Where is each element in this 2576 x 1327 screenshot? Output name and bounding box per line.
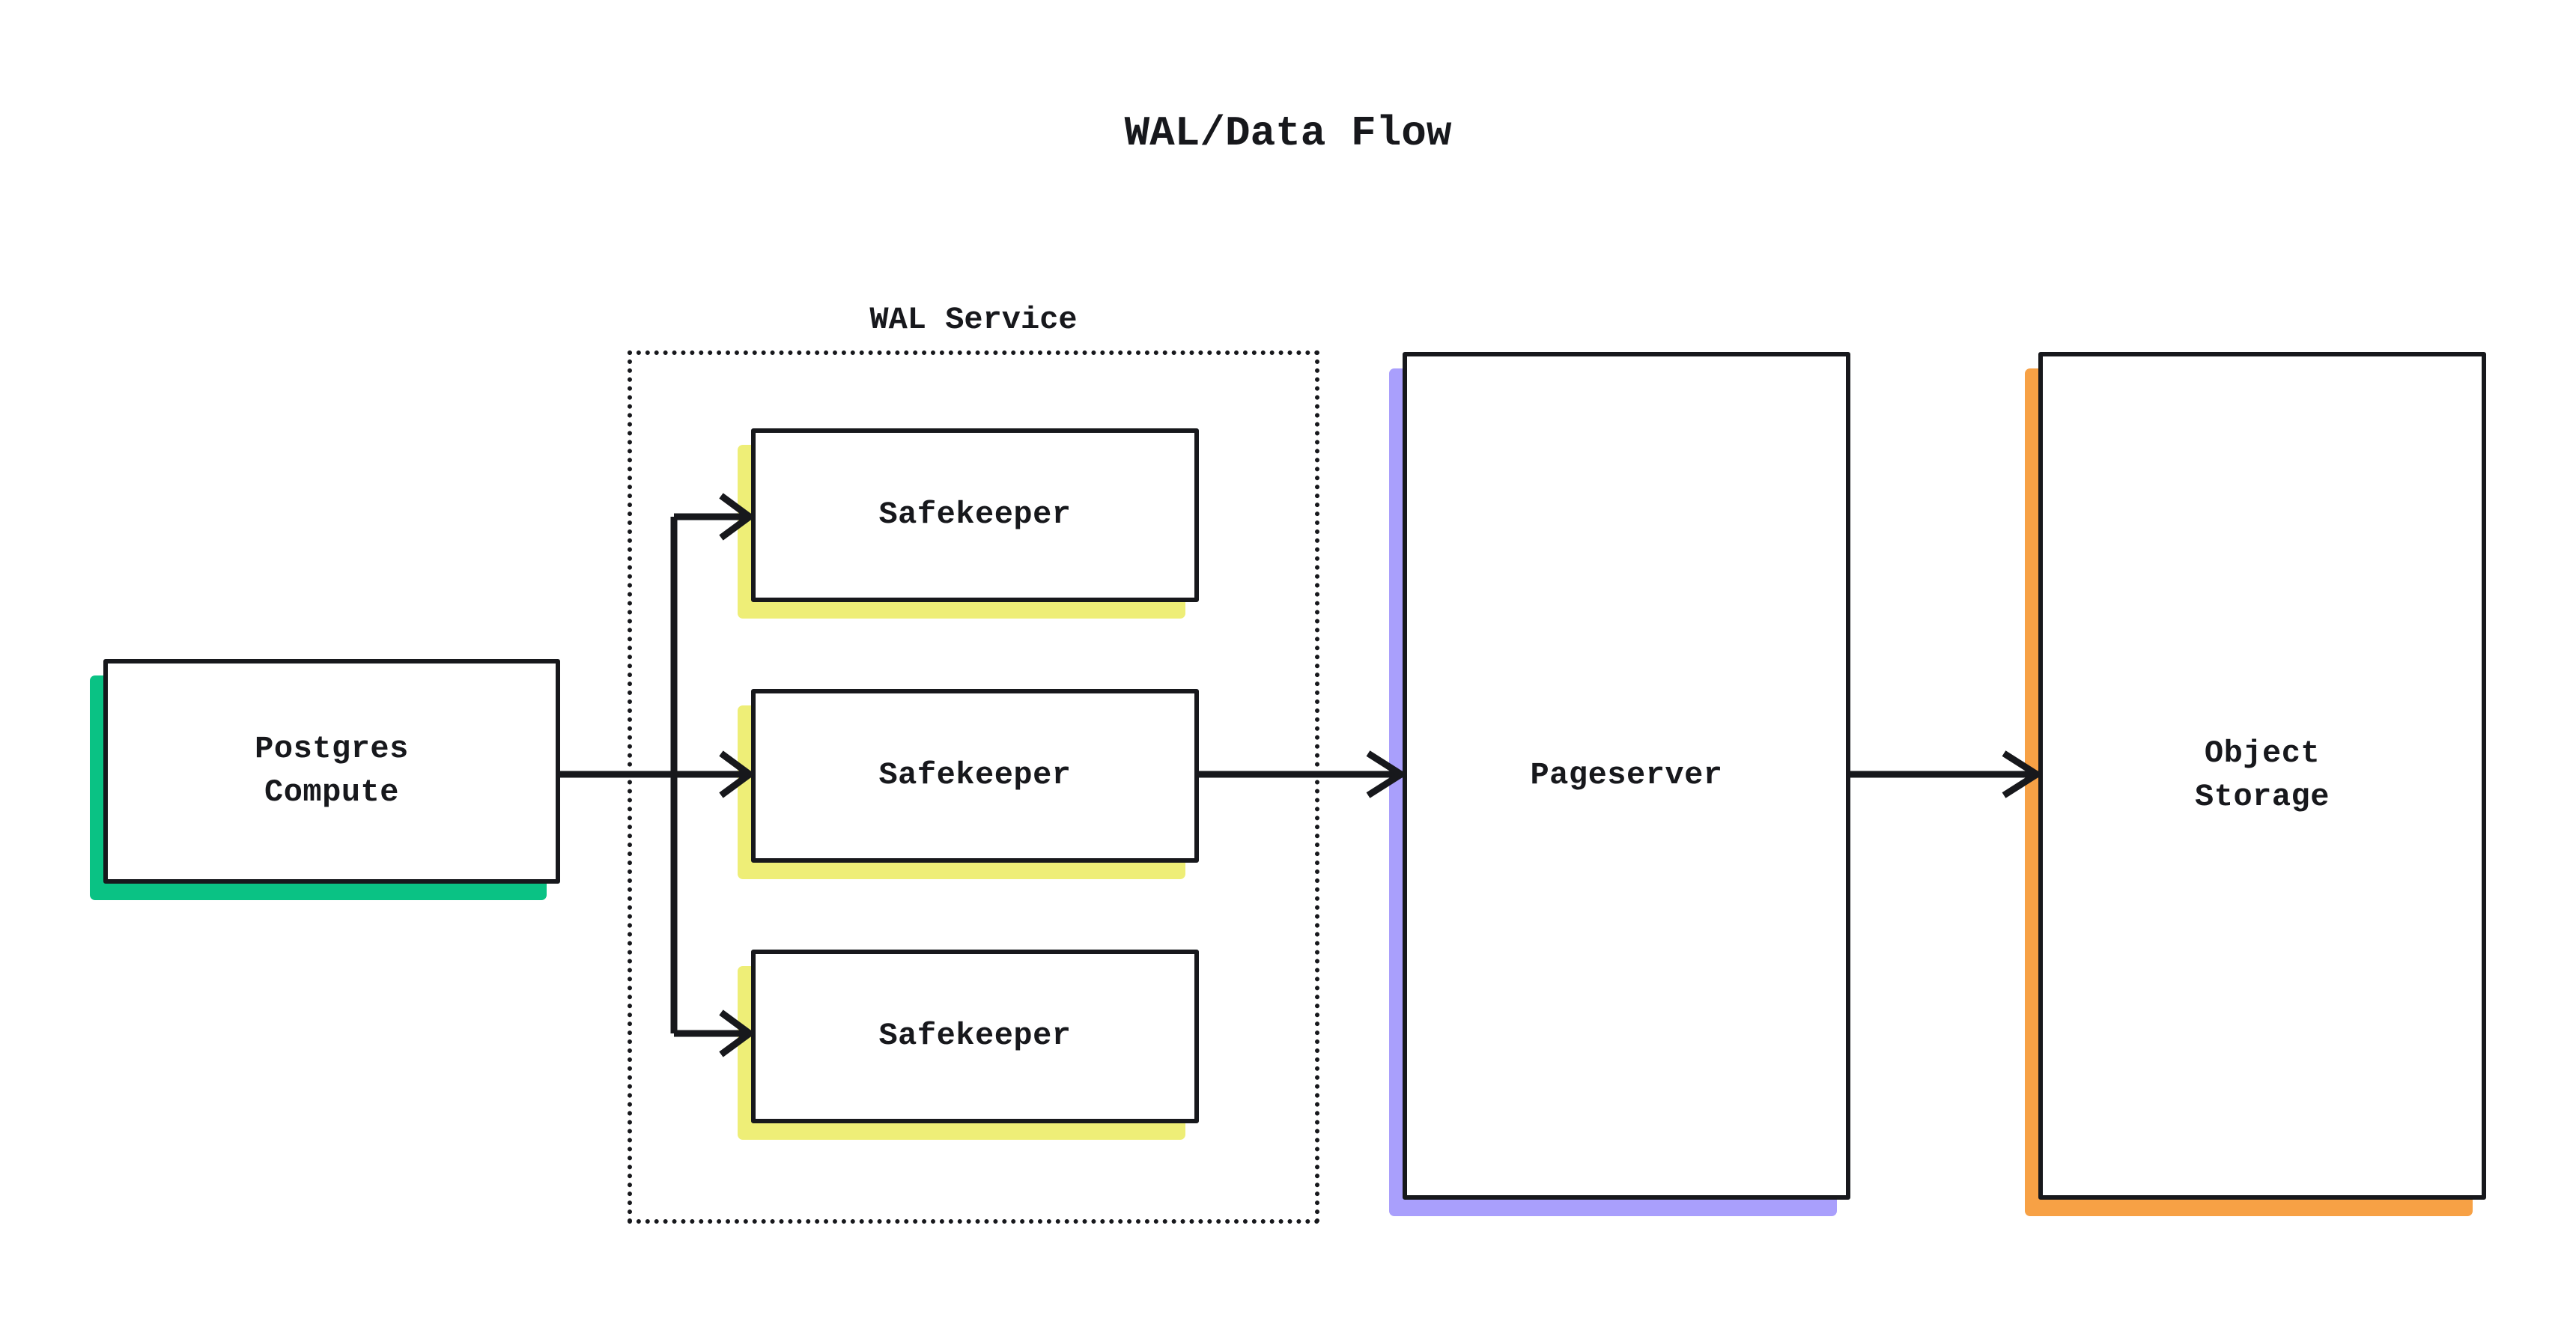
node-label-object-storage: Object Storage [2195, 735, 2330, 815]
node-object-storage[interactable]: Object Storage [2038, 352, 2486, 1200]
node-safekeeper-1[interactable]: Safekeeper [751, 428, 1199, 602]
node-label-safekeeper-1: Safekeeper [878, 497, 1072, 533]
group-label-wal-service: WAL Service [869, 302, 1078, 338]
node-pageserver[interactable]: Pageserver [1403, 352, 1850, 1200]
arrowhead-safekeeper-1 [719, 493, 756, 541]
node-safekeeper-3[interactable]: Safekeeper [751, 950, 1199, 1123]
arrowhead-pageserver [1366, 750, 1408, 798]
arrowhead-object-storage [2002, 750, 2044, 798]
node-label-safekeeper-3: Safekeeper [878, 1018, 1072, 1054]
node-label-pageserver: Pageserver [1530, 757, 1723, 794]
node-label-postgres-compute: Postgres Compute [255, 731, 409, 810]
arrowhead-safekeeper-2 [719, 750, 756, 798]
arrowhead-safekeeper-3 [719, 1009, 756, 1057]
page-title: WAL/Data Flow [1124, 109, 1452, 157]
group-box-wal-service [628, 350, 1319, 1224]
node-safekeeper-2[interactable]: Safekeeper [751, 689, 1199, 863]
node-postgres-compute[interactable]: Postgres Compute [103, 659, 560, 884]
node-label-safekeeper-2: Safekeeper [878, 757, 1072, 794]
